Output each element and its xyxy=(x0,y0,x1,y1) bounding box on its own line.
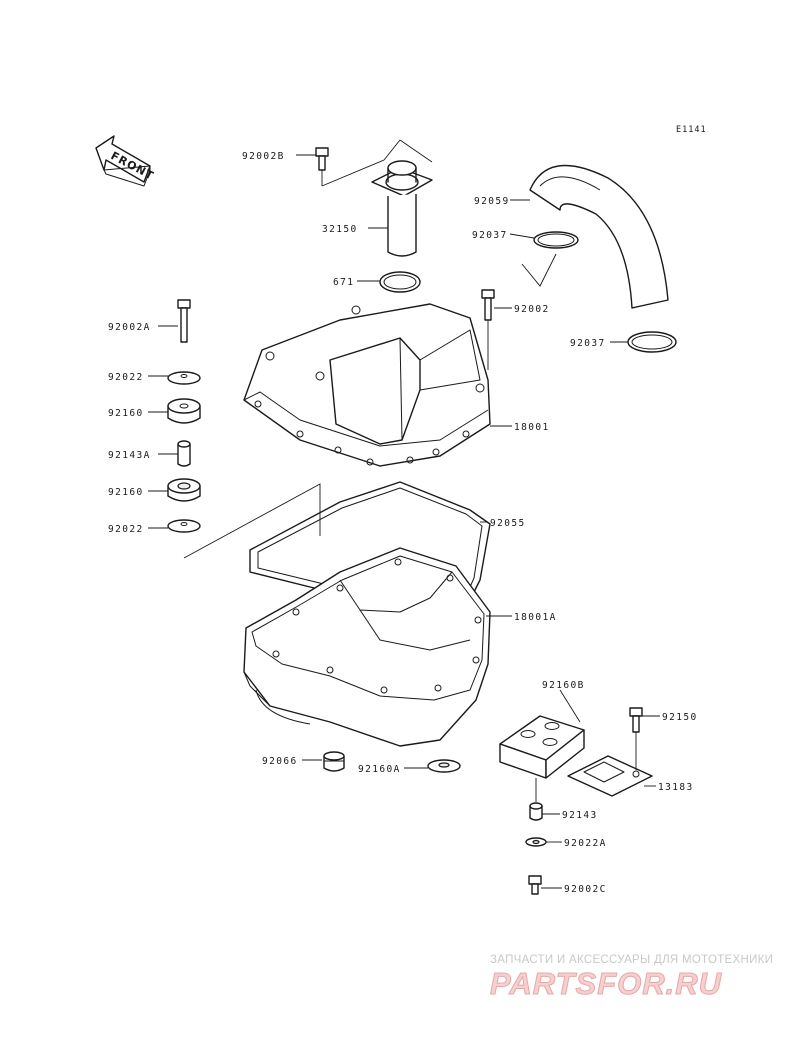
front-arrow-icon: FRONT xyxy=(95,135,156,187)
grommet-92160-bottom xyxy=(167,478,201,502)
grommet-92160A xyxy=(427,759,461,773)
label-92002A: 92002A xyxy=(108,322,151,333)
bolt-92002A xyxy=(177,299,191,343)
label-671: 671 xyxy=(333,277,354,288)
clamp-92037-top xyxy=(533,231,579,249)
hose-92059 xyxy=(529,164,669,309)
bolt-92002 xyxy=(481,289,495,370)
collar-92143A xyxy=(177,440,191,467)
label-18001: 18001 xyxy=(514,422,550,433)
lower-case-18001A xyxy=(243,547,491,747)
grommet-92160-top xyxy=(167,398,201,424)
label-32150: 32150 xyxy=(322,224,358,235)
label-92066: 92066 xyxy=(262,756,298,767)
label-92059: 92059 xyxy=(474,196,510,207)
label-92150: 92150 xyxy=(662,712,698,723)
label-92002: 92002 xyxy=(514,304,550,315)
washer-92022-bottom xyxy=(167,519,201,533)
label-92055: 92055 xyxy=(490,518,526,529)
label-92160A: 92160A xyxy=(358,764,401,775)
label-92037-bottom: 92037 xyxy=(570,338,606,349)
bracket-13183 xyxy=(567,755,653,797)
label-92022-bottom: 92022 xyxy=(108,524,144,535)
label-92002B: 92002B xyxy=(242,151,285,162)
watermark-tagline: ЗАПЧАСТИ И АКСЕССУАРЫ ДЛЯ МОТОТЕХНИКИ xyxy=(490,954,773,966)
o-ring-671 xyxy=(379,271,421,293)
label-92002C: 92002C xyxy=(564,884,607,895)
label-18001A: 18001A xyxy=(514,612,557,623)
clamp-92037-bottom xyxy=(627,331,677,353)
plug-92066 xyxy=(323,751,345,772)
label-92022-top: 92022 xyxy=(108,372,144,383)
label-92037-top: 92037 xyxy=(472,230,508,241)
label-92160-bottom: 92160 xyxy=(108,487,144,498)
label-13183: 13183 xyxy=(658,782,694,793)
diagram-code: E1141 xyxy=(676,125,707,135)
bolt-92002B xyxy=(315,147,329,186)
damper-92160B xyxy=(499,715,585,779)
washer-92022-top xyxy=(167,371,201,385)
collar-92143 xyxy=(529,802,543,821)
label-92143: 92143 xyxy=(562,810,598,821)
washer-92022A xyxy=(525,837,547,847)
bolt-92002C xyxy=(528,875,542,895)
label-92143A: 92143A xyxy=(108,450,151,461)
bolt-92150 xyxy=(629,707,643,770)
label-92022A: 92022A xyxy=(564,838,607,849)
upper-case-18001 xyxy=(243,303,491,467)
watermark-brand: PARTSFOR.RU xyxy=(490,966,723,1001)
leader-lines xyxy=(148,154,660,889)
label-92160B: 92160B xyxy=(542,680,585,691)
label-92160-top: 92160 xyxy=(108,408,144,419)
breather-tube-32150 xyxy=(371,160,433,257)
